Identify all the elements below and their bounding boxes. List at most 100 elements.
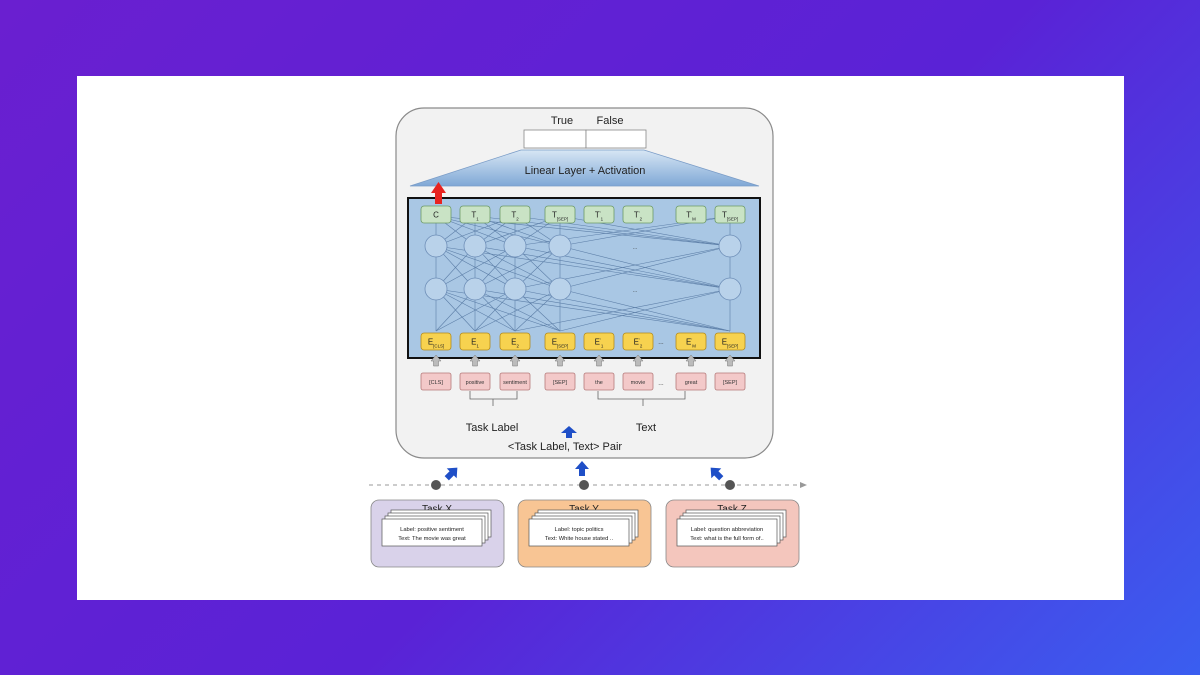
embedding-token: E[SEP] xyxy=(544,332,576,351)
attention-line xyxy=(514,288,731,332)
attention-line xyxy=(435,215,561,247)
output-box-false xyxy=(585,129,647,149)
embedding-token: E[CLS] xyxy=(420,332,452,351)
attention-network xyxy=(424,215,742,332)
input-token-text: [CLS] xyxy=(429,380,443,386)
output-token: T'2 xyxy=(622,205,654,224)
output-token: T'M xyxy=(675,205,707,224)
input-arrows xyxy=(430,354,736,367)
embedding-token-text: E[CLS] xyxy=(428,338,444,349)
input-token: [CLS] xyxy=(420,372,452,391)
task-name: Task Y xyxy=(569,504,599,515)
input-token: [SEP] xyxy=(544,372,576,391)
task-text-line: Text: The movie was great xyxy=(398,536,466,542)
network-node xyxy=(503,234,527,258)
attention-line xyxy=(474,288,561,332)
input-token-text: [SEP] xyxy=(553,380,568,386)
embedding-token: E2 xyxy=(499,332,531,351)
network-node xyxy=(463,277,487,301)
attention-line xyxy=(435,245,516,290)
network-node xyxy=(718,277,742,301)
embedding-token: E'M xyxy=(675,332,707,351)
network-node xyxy=(548,277,572,301)
attention-line xyxy=(474,245,561,290)
input-token-text: positive xyxy=(466,380,485,386)
pair-arrow xyxy=(561,426,577,438)
embedding-token: E'2 xyxy=(622,332,654,351)
input-up-arrow xyxy=(685,354,697,367)
output-box-true xyxy=(523,129,587,149)
text-caption: Text xyxy=(636,422,656,434)
task-label-line: Label: question abbreviation xyxy=(691,527,764,533)
output-token-text: T'M xyxy=(686,211,696,222)
input-up-arrow xyxy=(430,354,442,367)
input-up-arrow xyxy=(554,354,566,367)
output-token: T[SEP] xyxy=(544,205,576,224)
output-label-false: False xyxy=(597,115,624,127)
output-arrow xyxy=(431,182,446,204)
embedding-token-text: E1 xyxy=(471,338,479,349)
attention-line xyxy=(435,245,561,290)
task-text-line: Text: White house stated .. xyxy=(545,536,614,542)
linear-layer xyxy=(409,149,760,187)
output-token-text: T[SEP] xyxy=(552,211,568,222)
embedding-token-text: E[SEP] xyxy=(552,338,569,349)
output-token-row: C T1 T2 T[SEP] T'1 T'2 T'M T[SEP] xyxy=(420,205,746,224)
task-name: Task Z xyxy=(717,504,746,515)
output-token-text: T[SEP] xyxy=(722,211,738,222)
output-token-text: T1 xyxy=(471,211,479,222)
output-token: T'1 xyxy=(583,205,615,224)
node-ellipsis-1: ... xyxy=(633,245,638,251)
embedding-token-text: E[SEP] xyxy=(722,338,739,349)
output-token-text: T'1 xyxy=(595,211,604,222)
output-labels: True False xyxy=(523,115,647,149)
embedding-row: E[CLS] E1 E2 E[SEP] E'1 E'2 E'M E[SEP] xyxy=(420,332,746,351)
input-token-text: movie xyxy=(631,380,646,386)
embedding-token-text: E'M xyxy=(686,338,696,349)
network-node xyxy=(424,277,448,301)
input-token-text: [SEP] xyxy=(723,380,738,386)
task-label-line: Label: positive sentiment xyxy=(400,527,464,533)
input-token: the xyxy=(583,372,615,391)
output-token: C xyxy=(420,205,452,224)
output-token: T1 xyxy=(459,205,491,224)
output-token: T2 xyxy=(499,205,531,224)
embedding-token: E'1 xyxy=(583,332,615,351)
task-arrows xyxy=(444,461,724,481)
linear-layer-label: Linear Layer + Activation xyxy=(525,165,646,177)
network-node xyxy=(424,234,448,258)
input-up-arrow xyxy=(469,354,481,367)
input-ellipsis: ... xyxy=(658,380,664,387)
input-token: sentiment xyxy=(499,372,531,391)
embedding-token: E[SEP] xyxy=(714,332,746,351)
attention-line xyxy=(435,288,731,332)
embedding-ellipsis: ... xyxy=(658,339,664,346)
attention-line xyxy=(435,245,731,290)
input-token-text: great xyxy=(685,380,698,386)
network-node xyxy=(463,234,487,258)
task-label-line: Label: topic politics xyxy=(555,527,604,533)
input-token-text: the xyxy=(595,380,603,386)
attention-line xyxy=(559,245,731,290)
embedding-token-text: E2 xyxy=(511,338,519,349)
embedding-token-text: E'2 xyxy=(634,338,643,349)
embedding-token-text: E'1 xyxy=(595,338,604,349)
network-node xyxy=(503,277,527,301)
task-label-caption: Task Label xyxy=(466,422,519,434)
input-up-arrow xyxy=(632,354,644,367)
output-token-text: T'2 xyxy=(634,211,643,222)
input-up-arrow xyxy=(593,354,605,367)
input-token: great xyxy=(675,372,707,391)
output-token-text: T2 xyxy=(511,211,519,222)
node-ellipsis-2: ... xyxy=(633,288,638,294)
attention-line xyxy=(435,288,561,332)
brackets xyxy=(469,391,686,406)
input-token-row: [CLS] positive sentiment [SEP] the movie great… xyxy=(420,372,746,391)
input-token: [SEP] xyxy=(714,372,746,391)
slide-card: True False Linear Layer + Activation C T1… xyxy=(77,76,1124,600)
input-up-arrow xyxy=(509,354,521,367)
